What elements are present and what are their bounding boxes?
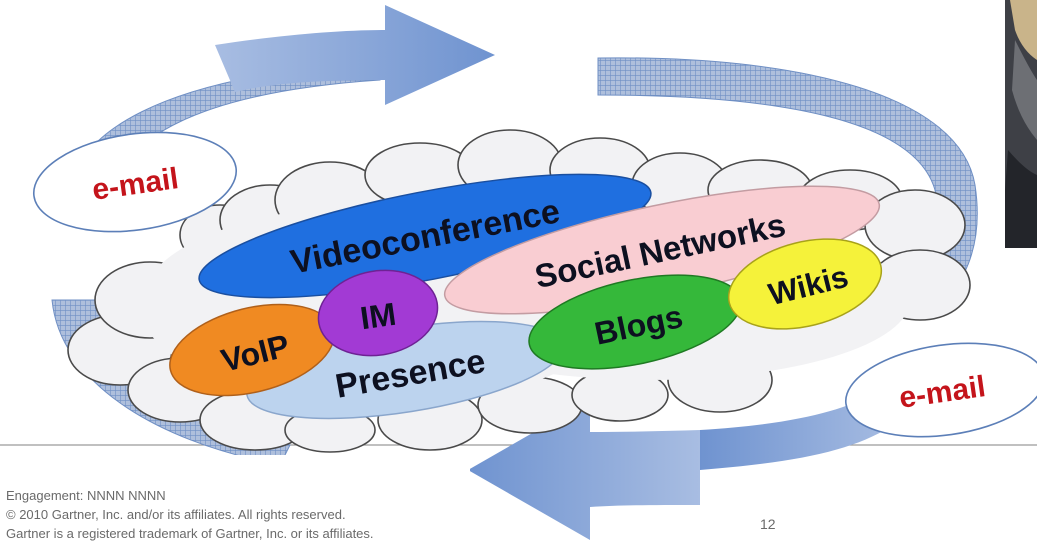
im-bubble: IM: [317, 269, 439, 357]
email-right-bubble: e-mail: [844, 342, 1037, 438]
wikis-bubble: Wikis: [727, 238, 883, 330]
page-number: 12: [760, 516, 776, 532]
footer: Engagement: NNNN NNNN © 2010 Gartner, In…: [6, 486, 374, 543]
footer-engagement: Engagement: NNNN NNNN: [6, 488, 166, 503]
voip-bubble: VoIP: [169, 303, 335, 397]
footer-trademark: Gartner is a registered trademark of Gar…: [6, 526, 374, 541]
photo-fragment: [1005, 0, 1037, 248]
blogs-bubble: Blogs: [528, 274, 742, 370]
footer-copyright: © 2010 Gartner, Inc. and/or its affiliat…: [6, 507, 346, 522]
im-label: IM: [358, 296, 398, 337]
email-left-bubble: e-mail: [32, 131, 238, 233]
